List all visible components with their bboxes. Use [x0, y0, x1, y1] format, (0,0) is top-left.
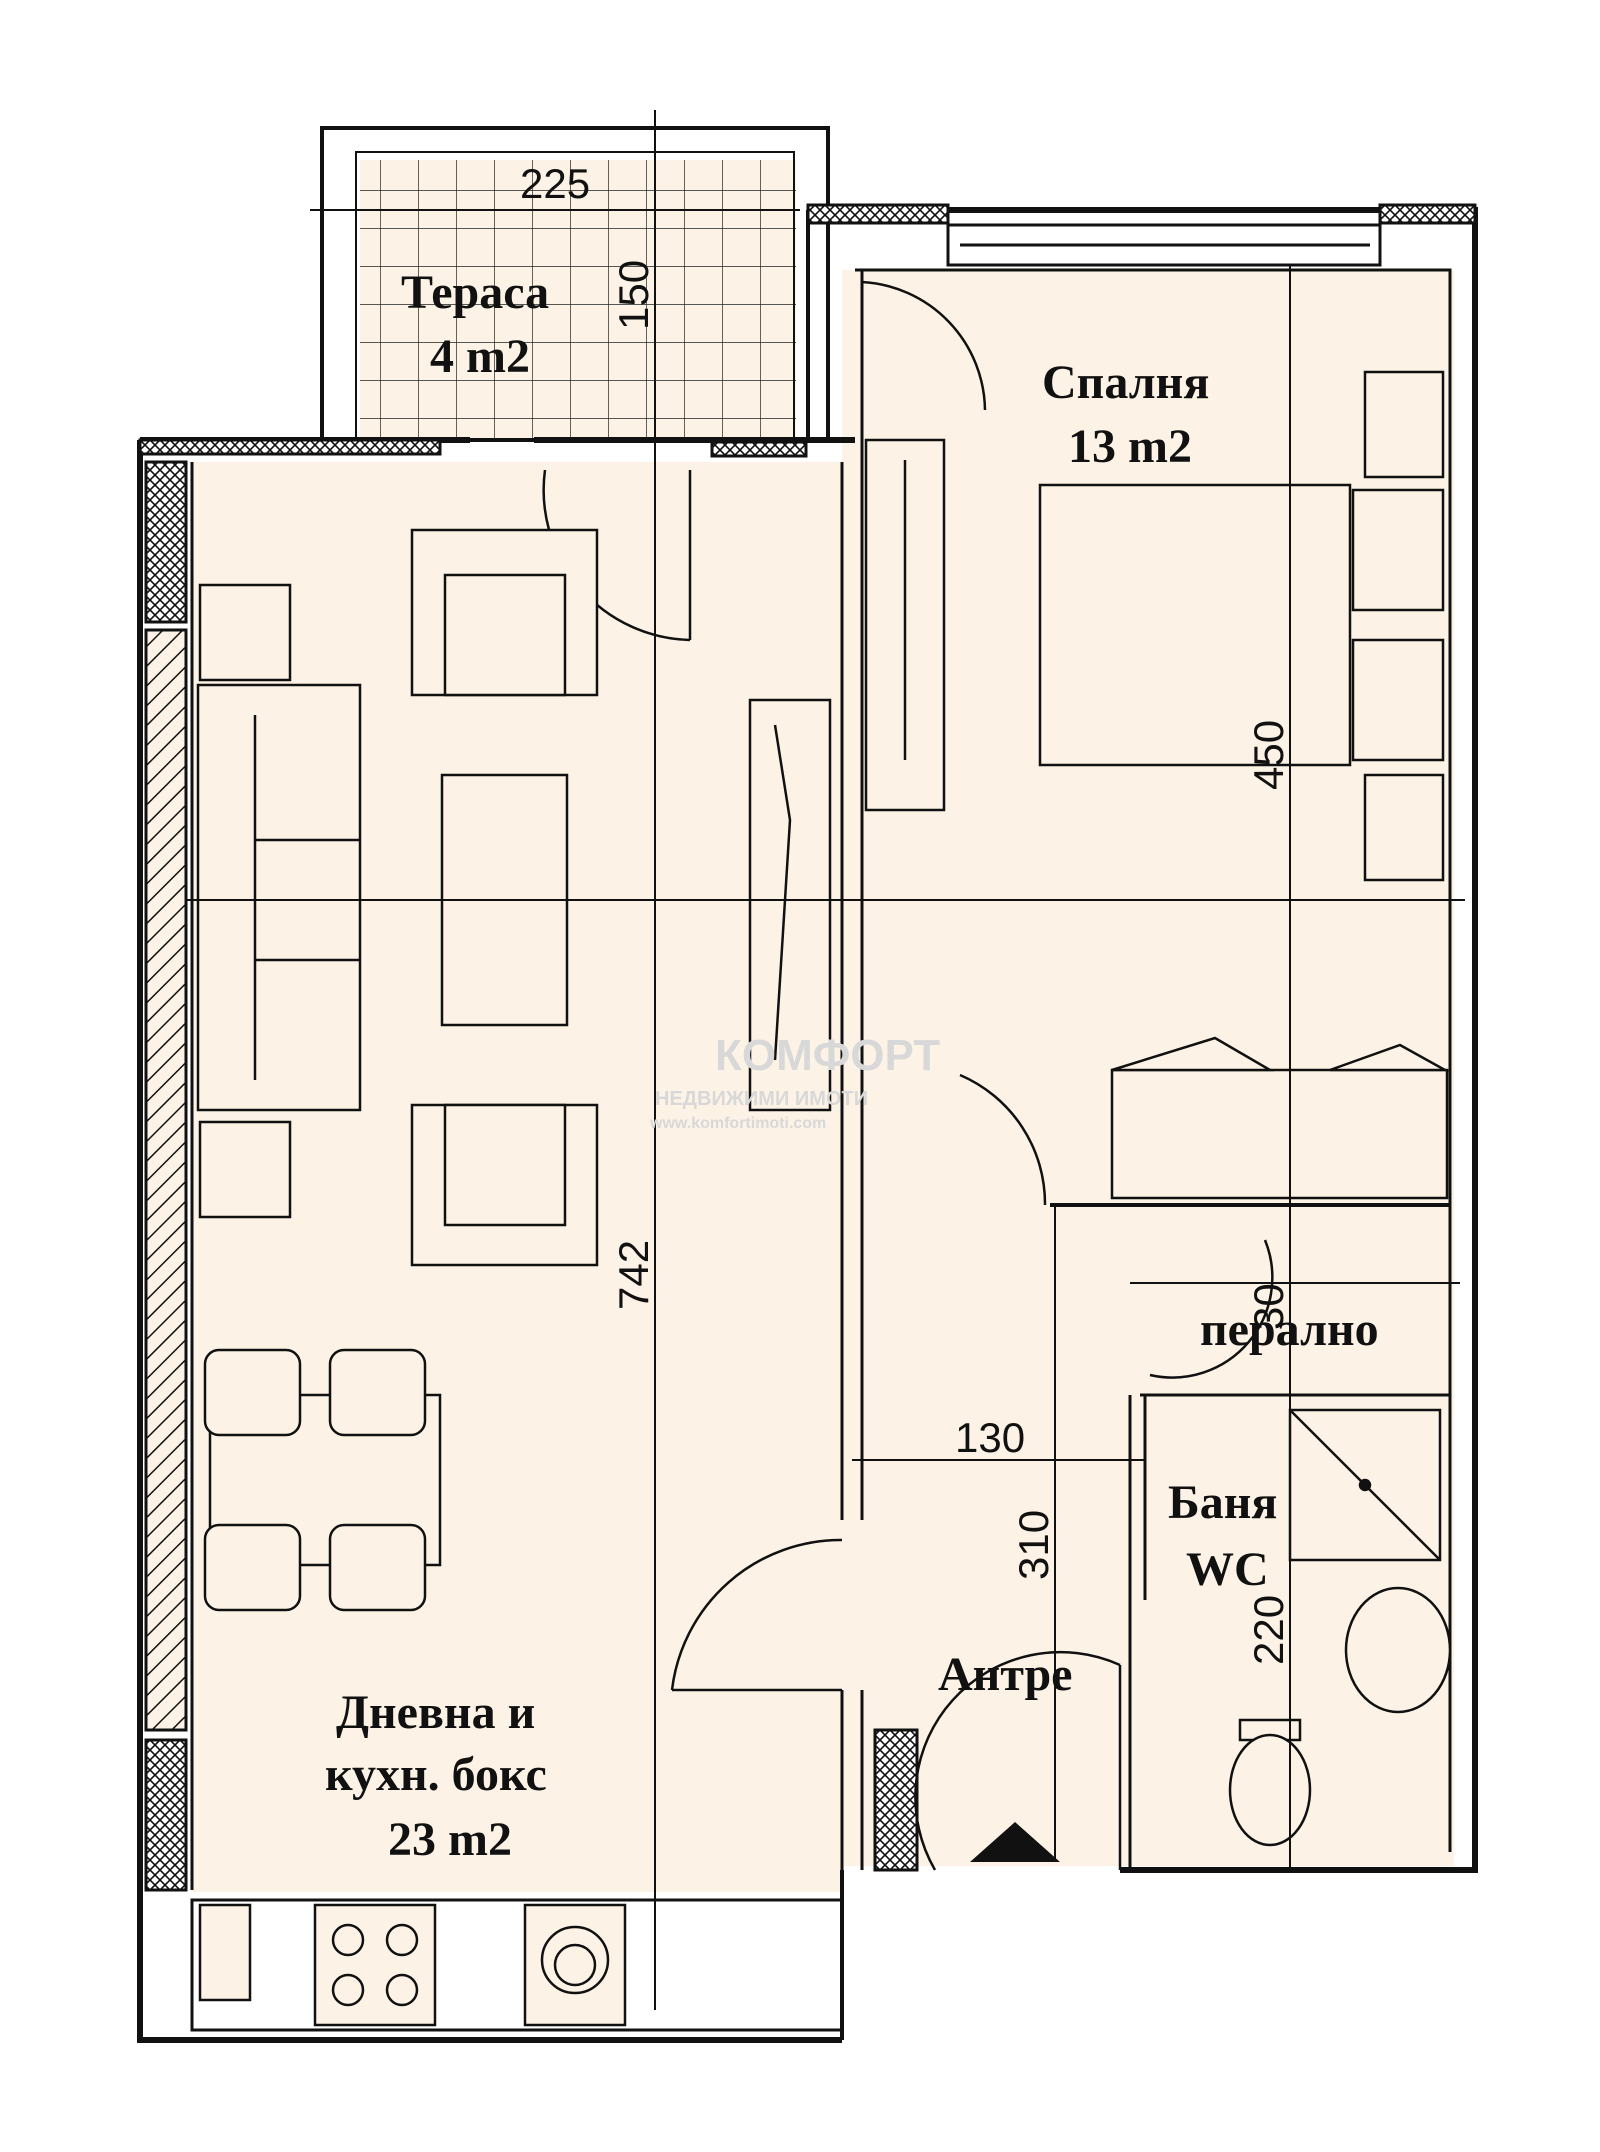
room-labels: Тераса 4 m2 Спалня 13 m2 Дневна и кухн. … — [325, 266, 1379, 1866]
bedroom-name: Спалня — [1042, 356, 1209, 409]
living-name-line1: Дневна и — [336, 1686, 535, 1739]
bedroom-area: 13 m2 — [1068, 420, 1192, 473]
watermark: КОМФОРТ НЕДВИЖИМИ ИМОТИ www.komfortimoti… — [649, 1031, 940, 1132]
dim-corridor-width: 130 — [955, 1414, 1025, 1461]
facade-wall-hatched — [144, 628, 188, 1732]
terrace-area: 4 m2 — [430, 330, 530, 383]
dim-terrace-depth: 150 — [610, 260, 657, 330]
living-furniture — [196, 370, 1452, 2027]
dim-terrace-width: 225 — [520, 160, 590, 207]
dim-hall-depth: 310 — [1010, 1510, 1057, 1580]
dimension-lines — [185, 110, 1465, 2010]
watermark-sub: НЕДВИЖИМИ ИМОТИ — [655, 1088, 868, 1110]
living-area: 23 m2 — [388, 1813, 512, 1866]
dim-bedroom-depth: 450 — [1245, 720, 1292, 790]
bedroom-window — [946, 223, 1382, 267]
terrace-name: Тераса — [401, 266, 549, 319]
dimension-labels: 225 150 450 742 130 310 30 220 — [520, 160, 1292, 1665]
watermark-brand: КОМФОРТ — [715, 1031, 940, 1080]
laundry-name: перално — [1200, 1303, 1379, 1356]
terrace-tiles — [360, 160, 796, 440]
bathroom-sub: WC — [1186, 1543, 1269, 1596]
bathroom-name: Баня — [1168, 1476, 1277, 1529]
dim-living-depth: 742 — [610, 1240, 657, 1310]
watermark-url: www.komfortimoti.com — [649, 1115, 826, 1132]
living-name-line2: кухн. бокс — [325, 1748, 547, 1801]
entrance-arrow — [970, 1822, 1060, 1862]
dim-bath-depth: 220 — [1245, 1595, 1292, 1665]
dim-laundry-depth: 30 — [1245, 1283, 1292, 1330]
hall-name: Антре — [938, 1648, 1072, 1701]
